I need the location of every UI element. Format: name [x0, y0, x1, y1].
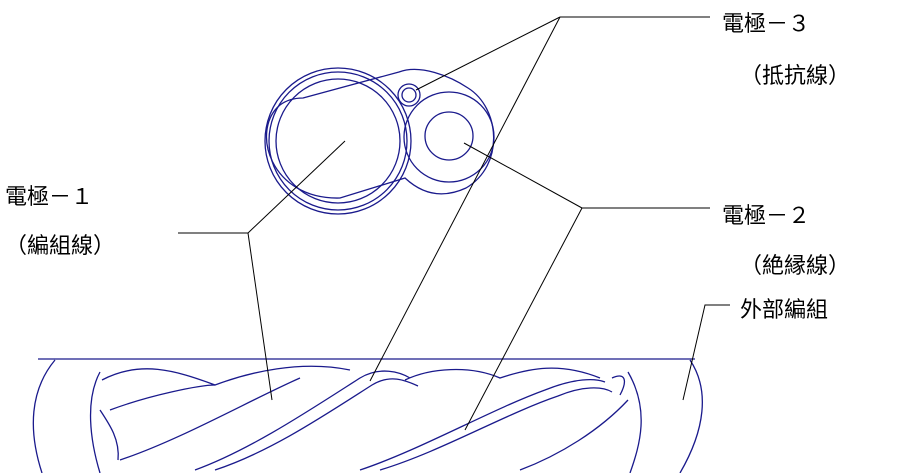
strand-right-lower [519, 399, 629, 471]
leader-outer-braid [682, 304, 730, 401]
electrode2-core [424, 111, 474, 161]
strand-right-upper [611, 375, 626, 396]
strand-insulated-top [404, 367, 601, 381]
electrode3-outer [397, 83, 421, 107]
label-outer-braid: 外部編組 [740, 298, 829, 323]
leader-electrode2-to-section [463, 142, 583, 209]
cross-section-jacket [265, 68, 495, 199]
inner-right-boundary [627, 371, 642, 473]
electrode1-outer-ring [264, 67, 412, 215]
leader-electrode2-to-cable [464, 207, 583, 431]
electrode2-outer-ring [403, 91, 495, 183]
leader-electrode1-to-cable [247, 232, 273, 401]
strand-resistance-b [214, 378, 419, 471]
label-electrode1-type: （編組線） [5, 234, 116, 259]
electrode3-inner [401, 87, 417, 103]
electrode1-middle-ring [268, 71, 408, 211]
outer-braid-right-edge [679, 359, 703, 473]
label-electrode2-type: （絶縁線） [740, 254, 851, 279]
strand-left-wrap [99, 409, 119, 461]
cable-side-view [32, 358, 703, 473]
leader-lines [178, 16, 730, 431]
cross-section [264, 67, 495, 215]
strand-braid-lower [109, 384, 216, 411]
label-electrode3-type: （抵抗線） [740, 64, 851, 89]
inner-left-boundary [89, 371, 101, 473]
electrode1-core [275, 78, 401, 204]
label-electrode1: 電極－１ [5, 185, 94, 210]
label-electrode3: 電極－３ [722, 12, 811, 37]
strand-resistance-a [194, 370, 411, 471]
leader-electrode1-to-section [247, 140, 346, 234]
outer-braid-left-edge [32, 359, 56, 473]
strand-braid-top [101, 365, 351, 386]
label-electrode2: 電極－２ [722, 204, 811, 229]
leader-electrode3-to-section [415, 16, 561, 91]
leader-electrode3-to-cable [369, 16, 561, 382]
strand-insulated-a [359, 378, 606, 471]
strand-insulated-b [379, 387, 613, 471]
strand-braid-diag [119, 377, 301, 461]
